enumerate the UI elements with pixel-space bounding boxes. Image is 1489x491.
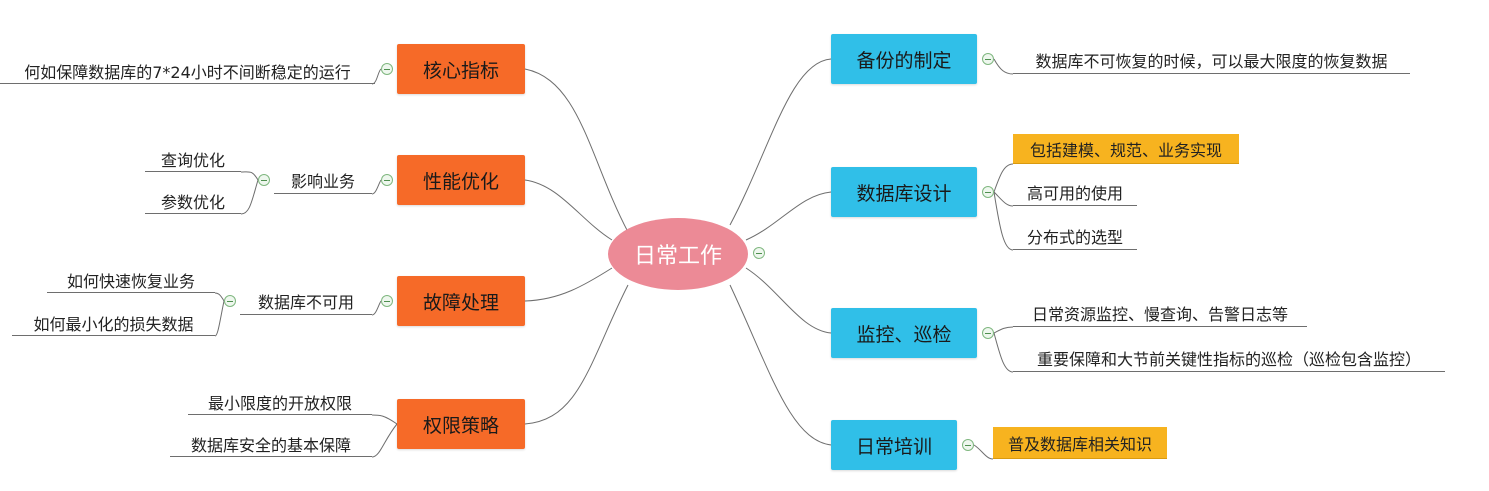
collapse-icon[interactable] <box>982 186 994 198</box>
leaf-label: 最小限度的开放权限 <box>207 393 352 413</box>
branch-label: 备份的制定 <box>856 49 952 72</box>
connector-path <box>993 191 1014 251</box>
root-node[interactable]: 日常工作 <box>608 218 748 290</box>
connector-path <box>993 58 1014 75</box>
leaf-node[interactable]: 查询优化 <box>145 146 241 172</box>
collapse-icon[interactable] <box>982 327 994 339</box>
connector-path <box>214 300 225 337</box>
leaf-label: 查询优化 <box>160 150 225 170</box>
leaf-label: 重要保障和大节前关键性指标的巡检（巡检包含监控） <box>1036 349 1421 369</box>
connector-path <box>729 284 832 446</box>
branch-core-metrics[interactable]: 核心指标 <box>397 44 525 94</box>
leaf-label: 如何快速恢复业务 <box>66 271 195 291</box>
branch-performance-optimization[interactable]: 性能优化 <box>397 155 525 205</box>
connector-path <box>729 58 832 226</box>
connector-path <box>524 267 613 302</box>
connector-path <box>745 191 832 241</box>
sub-label: 数据库不可用 <box>257 292 354 312</box>
leaf-label: 数据库安全的基本保障 <box>190 435 351 455</box>
leaf-label: 何如保障数据库的7*24小时不间断稳定的运行 <box>24 62 351 82</box>
branch-label: 权限策略 <box>422 414 499 437</box>
connector-path <box>993 191 1014 207</box>
collapse-icon[interactable] <box>258 174 270 186</box>
connector-path <box>993 163 1014 193</box>
leaf-node[interactable]: 参数优化 <box>145 188 241 214</box>
connector-path <box>240 179 259 215</box>
collapse-icon[interactable] <box>224 295 236 307</box>
leaf-label: 高可用的使用 <box>1026 183 1123 203</box>
leaf-label: 如何最小化的损失数据 <box>33 314 194 334</box>
leaf-node-highlight[interactable]: 包括建模、规范、业务实现 <box>1013 134 1239 164</box>
collapse-icon[interactable] <box>982 53 994 65</box>
connector-path <box>524 68 629 233</box>
branch-monitoring-inspection[interactable]: 监控、巡检 <box>831 308 977 358</box>
leaf-node[interactable]: 如何快速恢复业务 <box>47 267 215 293</box>
connector-path <box>240 171 259 181</box>
connector-path <box>371 414 398 425</box>
connector-path <box>524 179 613 241</box>
branch-label: 日常培训 <box>855 435 932 458</box>
connector-path <box>214 292 225 302</box>
leaf-node[interactable]: 高可用的使用 <box>1013 178 1137 206</box>
connector-path <box>973 444 994 460</box>
leaf-node[interactable]: 分布式的选型 <box>1013 222 1137 250</box>
leaf-node[interactable]: 何如保障数据库的7*24小时不间断稳定的运行 <box>0 58 375 84</box>
leaf-label: 分布式的选型 <box>1026 227 1123 247</box>
connector-path <box>371 179 382 195</box>
collapse-icon[interactable] <box>753 247 765 259</box>
leaf-node[interactable]: 最小限度的开放权限 <box>188 389 372 415</box>
branch-fault-handling[interactable]: 故障处理 <box>397 276 525 326</box>
connector-path <box>993 326 1014 334</box>
branch-label: 数据库设计 <box>856 182 952 205</box>
leaf-label: 数据库不可恢复的时候，可以最大限度的恢复数据 <box>1035 51 1388 71</box>
connector-path <box>993 332 1014 373</box>
leaf-node[interactable]: 如何最小化的损失数据 <box>12 310 215 336</box>
branch-label: 故障处理 <box>422 291 499 314</box>
leaf-label: 参数优化 <box>160 192 225 212</box>
leaf-label: 日常资源监控、慢查询、告警日志等 <box>1031 304 1288 324</box>
connector-path <box>371 423 398 458</box>
connector-path <box>371 300 382 316</box>
leaf-node[interactable]: 数据库安全的基本保障 <box>170 431 372 457</box>
sub-node[interactable]: 影响业务 <box>274 166 372 194</box>
collapse-icon[interactable] <box>381 174 393 186</box>
sub-label: 影响业务 <box>290 171 355 191</box>
leaf-label: 普及数据库相关知识 <box>1007 434 1152 454</box>
collapse-icon[interactable] <box>381 295 393 307</box>
leaf-node[interactable]: 数据库不可恢复的时候，可以最大限度的恢复数据 <box>1013 46 1410 74</box>
branch-permission-policy[interactable]: 权限策略 <box>397 399 525 449</box>
root-label: 日常工作 <box>633 244 722 269</box>
leaf-node[interactable]: 日常资源监控、慢查询、告警日志等 <box>1013 299 1307 327</box>
collapse-icon[interactable] <box>381 63 393 75</box>
branch-label: 监控、巡检 <box>856 323 952 346</box>
leaf-label: 包括建模、规范、业务实现 <box>1029 140 1222 160</box>
connector-path <box>524 284 629 425</box>
collapse-icon[interactable] <box>962 439 974 451</box>
branch-backup-plan[interactable]: 备份的制定 <box>831 34 977 84</box>
connector-path <box>745 267 832 334</box>
branch-label: 核心指标 <box>422 59 499 82</box>
branch-database-design[interactable]: 数据库设计 <box>831 167 977 217</box>
leaf-node-highlight[interactable]: 普及数据库相关知识 <box>993 427 1167 459</box>
branch-daily-training[interactable]: 日常培训 <box>831 420 957 470</box>
sub-node[interactable]: 数据库不可用 <box>240 287 372 315</box>
leaf-node[interactable]: 重要保障和大节前关键性指标的巡检（巡检包含监控） <box>1013 344 1445 372</box>
branch-label: 性能优化 <box>422 170 499 193</box>
